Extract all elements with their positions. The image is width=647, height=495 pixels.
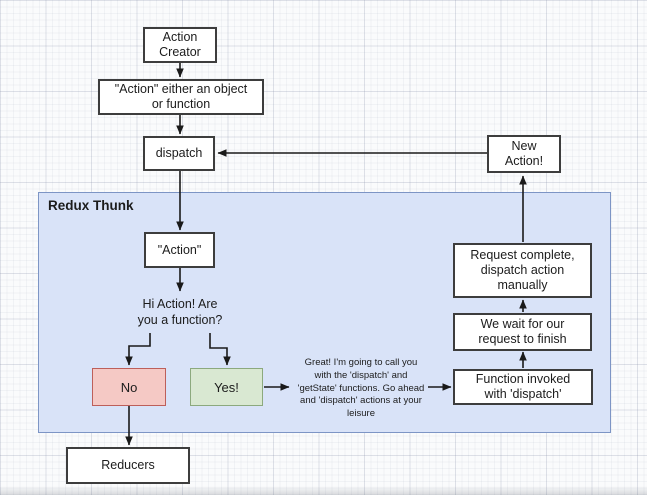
node-request-complete: Request complete, dispatch action manual… bbox=[453, 243, 592, 298]
node-new-action: New Action! bbox=[487, 135, 561, 173]
node-dispatch: dispatch bbox=[143, 136, 215, 171]
node-action-either-object-or-function: "Action" either an object or function bbox=[98, 79, 264, 115]
node-action-quoted: "Action" bbox=[144, 232, 215, 268]
bottom-edge-shade bbox=[0, 486, 647, 495]
node-action-creator: Action Creator bbox=[143, 27, 217, 63]
node-yes: Yes! bbox=[190, 368, 263, 406]
node-no: No bbox=[92, 368, 166, 406]
redux-thunk-label: Redux Thunk bbox=[48, 198, 134, 213]
node-reducers: Reducers bbox=[66, 447, 190, 484]
node-we-wait: We wait for our request to finish bbox=[453, 313, 592, 351]
text-thunk-message: Great! I'm going to call you with the 'd… bbox=[297, 357, 425, 420]
node-function-invoked: Function invoked with 'dispatch' bbox=[453, 369, 593, 405]
text-are-you-a-function: Hi Action! Are you a function? bbox=[137, 297, 223, 327]
